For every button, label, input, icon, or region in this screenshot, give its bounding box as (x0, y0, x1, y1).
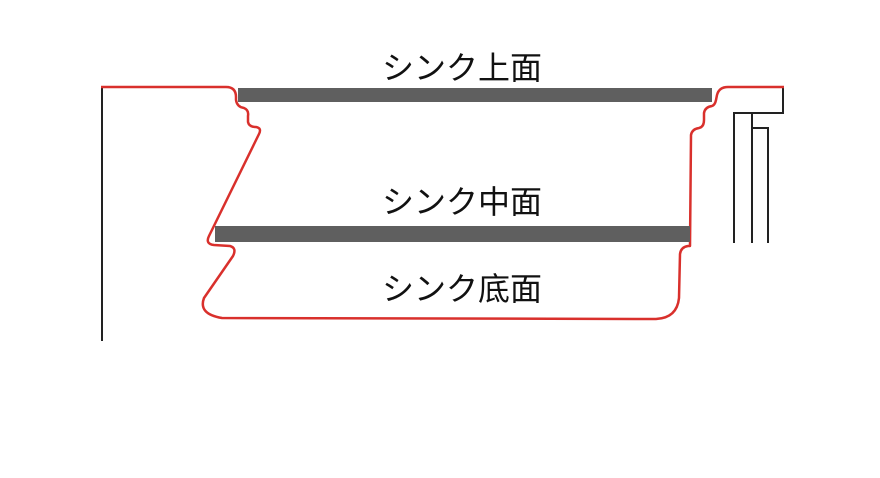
sink-outline (101, 85, 784, 321)
label-sink-top: シンク上面 (381, 49, 543, 87)
label-sink-bottom: シンク底面 (381, 270, 543, 308)
right-cabinet-structure (733, 87, 784, 243)
middle-shelf-bar (215, 226, 690, 242)
top-shelf-bar (238, 88, 712, 102)
label-sink-middle: シンク中面 (381, 183, 543, 221)
